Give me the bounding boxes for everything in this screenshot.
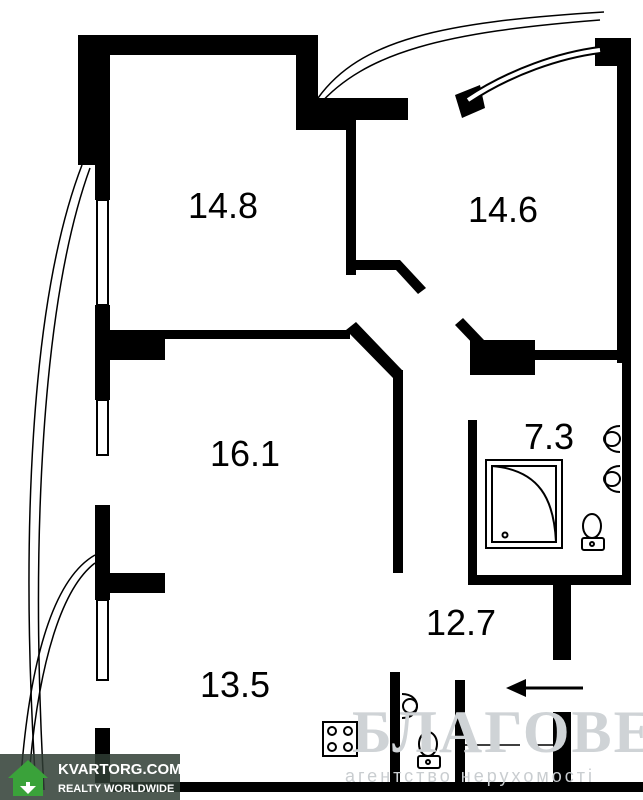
area-label-room-a: 14.8 — [188, 185, 258, 226]
wall — [553, 575, 571, 660]
area-label-bathroom: 7.3 — [524, 416, 574, 457]
wall — [95, 330, 165, 360]
wall — [468, 575, 631, 585]
wall — [393, 370, 403, 573]
wall — [468, 420, 477, 585]
wall — [346, 260, 426, 294]
balcony-outline — [19, 554, 96, 791]
balcony-outline — [317, 19, 601, 107]
balcony-outline — [37, 167, 91, 791]
entrance-arrow-icon — [506, 679, 583, 697]
wall — [95, 573, 165, 593]
area-label-room-b: 14.6 — [468, 189, 538, 230]
window — [96, 599, 109, 681]
toilet-icon — [581, 513, 605, 551]
area-label-room-c: 16.1 — [210, 433, 280, 474]
balconies — [19, 11, 605, 791]
area-label-kitchen: 13.5 — [200, 664, 270, 705]
walls — [78, 35, 643, 792]
watermark-tagline: агентство нерухомості — [345, 766, 595, 786]
area-labels: 14.8 14.6 7.3 16.1 12.7 13.5 — [188, 185, 574, 705]
wall — [95, 160, 110, 200]
balcony-outline — [317, 11, 605, 99]
wall — [110, 782, 643, 792]
watermark: БЛАГОВЕСТ агентство нерухомості — [345, 699, 643, 786]
wall — [346, 120, 356, 275]
sink-icon — [603, 425, 621, 453]
stove-icon — [322, 721, 358, 757]
sink-icon — [401, 693, 418, 719]
bathroom-fixtures — [322, 425, 621, 769]
wall — [622, 350, 631, 585]
wall — [455, 318, 484, 347]
balcony-outline — [465, 46, 601, 104]
wall — [296, 110, 356, 130]
wall — [346, 322, 402, 378]
wall — [455, 680, 465, 787]
sink-icon — [603, 465, 621, 493]
balcony-outline — [28, 164, 83, 791]
wall — [617, 38, 631, 363]
toilet-icon — [417, 731, 441, 769]
watermark-brand: БЛАГОВЕСТ — [352, 699, 643, 765]
wall — [470, 350, 630, 360]
window — [96, 199, 109, 306]
wall — [78, 35, 110, 165]
logo-site: KVARTORG.COM — [58, 761, 182, 778]
window — [96, 399, 109, 456]
wall — [160, 330, 350, 339]
balcony-outline — [27, 562, 96, 791]
bathtub-icon — [485, 459, 563, 549]
logo-subtitle: REALTY WORLDWIDE — [58, 783, 174, 795]
house-icon — [8, 760, 48, 796]
area-label-hall: 12.7 — [426, 602, 496, 643]
site-logo: KVARTORG.COM REALTY WORLDWIDE — [0, 754, 182, 800]
balcony-outline — [466, 48, 601, 102]
wall — [390, 672, 400, 787]
wall — [78, 35, 318, 55]
wall — [553, 712, 571, 787]
